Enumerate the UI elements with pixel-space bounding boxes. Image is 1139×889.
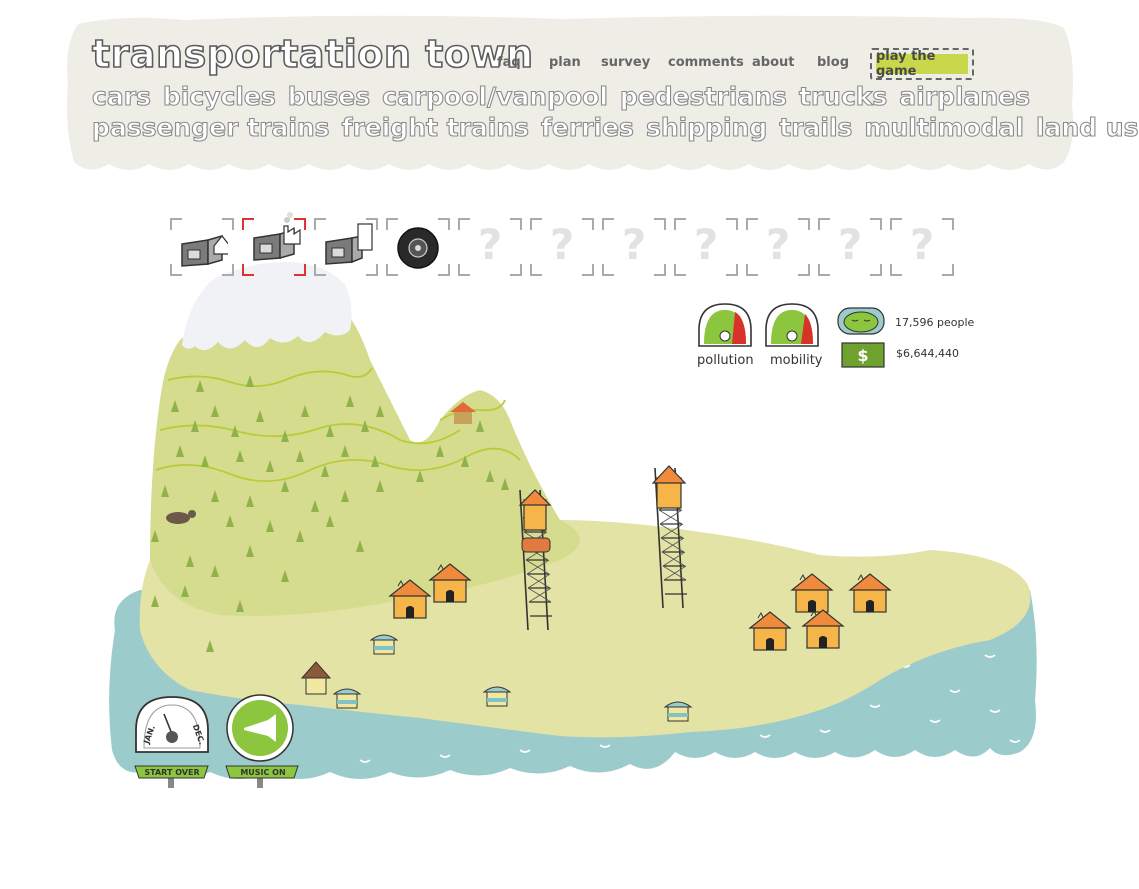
office-tool-icon [325,223,373,265]
tower-sprite [518,489,553,631]
hut-sprite [370,634,398,655]
bear-sprite [166,510,196,524]
house-sprite [791,573,833,613]
play-the-game-button[interactable]: play the game [870,48,974,80]
header-panel: transportation town faq plan survey comm… [64,14,1139,176]
house-tool-icon [181,235,228,267]
snow-cap [182,262,352,351]
tool-slot-factory[interactable] [242,212,306,276]
nav-plan[interactable]: plan [549,55,581,70]
category-ferries[interactable]: ferries [540,112,634,142]
locked-slot: ? [530,218,594,276]
locked-slot: ? [602,218,666,276]
category-passenger-trains[interactable]: passenger trains [91,112,330,142]
population-count: 17,596 people [895,316,975,329]
nav-survey[interactable]: survey [601,55,651,70]
house-sprite [749,611,791,651]
tool-slot-house[interactable] [170,218,234,276]
house-sprite [849,573,891,613]
music-on-label: MUSIC ON [240,768,286,777]
tool-slot-tire[interactable] [386,218,450,276]
nav-comments[interactable]: comments [668,55,744,70]
category-freight-trains[interactable]: freight trains [341,112,530,142]
house-sprite [802,609,844,649]
locked-slot-label: ? [765,220,791,269]
factory-tool-icon [253,212,301,261]
music-toggle-button[interactable] [226,694,294,762]
category-airplanes[interactable]: airplanes [899,81,1031,111]
category-trails[interactable]: trails [779,112,853,142]
category-carpool-vanpool[interactable]: carpool/vanpool [382,81,609,111]
header-background [66,15,1074,171]
house-sprite [389,579,431,619]
hut-sprite [300,661,332,695]
locked-slot: ? [818,218,882,276]
locked-slot-label: ? [837,220,863,269]
hut-sprite [333,688,361,709]
locked-slot: ? [458,218,522,276]
tree-group [151,375,509,652]
category-row-1: cars bicycles buses carpool/vanpool pedestri… [91,81,1042,111]
locked-slot-label: ? [621,220,647,269]
locked-slot-label: ? [693,220,719,269]
category-bicycles[interactable]: bicycles [162,81,276,111]
category-row-2: passenger trains freight trains ferries shi… [91,112,1139,142]
pollution-label: pollution [697,353,754,368]
nav-blog[interactable]: blog [817,55,849,70]
locked-slot-label: ? [909,220,935,269]
category-trucks[interactable]: trucks [798,81,888,111]
hut-sprite [664,701,692,722]
tool-slot-office[interactable] [314,218,378,276]
locked-slot-label: ? [477,220,503,269]
mountain [150,295,580,616]
category-shipping[interactable]: shipping [645,112,768,142]
category-cars[interactable]: cars [91,81,151,111]
mobility-label: mobility [770,353,823,368]
tower-sprite [651,465,688,609]
house-sprite [429,563,471,603]
hut-sprite [483,686,511,707]
locked-slot: ? [890,218,954,276]
locked-slot: ? [746,218,810,276]
peak-cabin [450,402,476,424]
nav-about[interactable]: about [752,55,795,70]
start-over-label: START OVER [144,768,200,777]
category-buses[interactable]: buses [287,81,371,111]
locked-slot: ? [674,218,738,276]
money-amount: $6,644,440 [896,347,959,360]
nav-faq[interactable]: faq [497,55,521,70]
locked-slot-label: ? [549,220,575,269]
category-land-use[interactable]: land use [1035,112,1139,142]
site-title[interactable]: transportation town [91,31,534,77]
tire-tool-icon [397,227,439,269]
mountain-trails [155,367,521,482]
category-pedestrians[interactable]: pedestrians [619,81,787,111]
category-multimodal[interactable]: multimodal [864,112,1025,142]
